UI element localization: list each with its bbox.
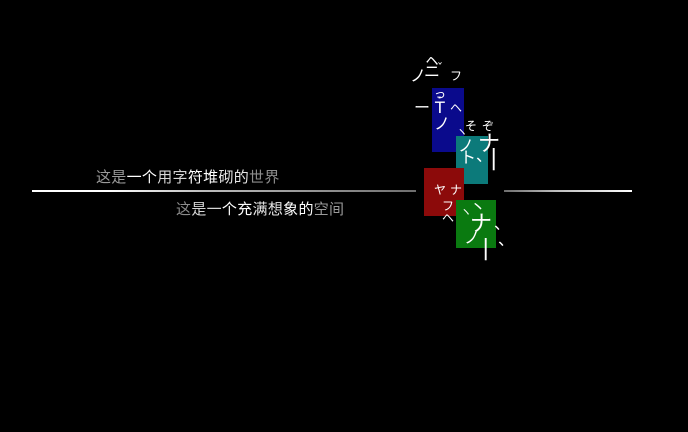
glyph-fragment: ㇸ (424, 50, 441, 69)
glyph-fragment: っ (434, 87, 447, 101)
tagline-world: 这是一个用字符堆砌的世界 (96, 166, 280, 187)
glyph-fragment: ノ (464, 228, 481, 247)
glyph-fragment: フ (450, 69, 463, 83)
glyph-fragment: ヘ (442, 211, 455, 225)
divider-line (32, 190, 416, 192)
glyph-fragment: ˉ (436, 95, 442, 109)
glyph-fragment: ヽ (456, 125, 469, 139)
glyph-fragment: ヤ (434, 183, 447, 197)
tagline-space: 这是一个充满想象的空间 (176, 198, 344, 219)
glyph-fragment: そ (465, 119, 478, 133)
glyph-fragment: ナ (450, 183, 463, 197)
glyph-fragment: 丶 (470, 198, 487, 217)
glyph-fragment: T (435, 98, 445, 117)
tagline-segment: 砌的 (218, 168, 250, 186)
tagline-segment: 符堆 (187, 168, 219, 186)
glyph-fragment: ヘ (450, 101, 463, 115)
glyph-fragment: 、 (498, 230, 515, 249)
glyph-fragment: 、 (476, 146, 493, 165)
glyph-fragment: ノ (458, 136, 475, 155)
glyph-fragment: 、 (494, 214, 511, 233)
tagline-segment: 世界 (249, 168, 280, 186)
glyph-fragment: ー (414, 98, 431, 117)
tagline-segment: 一个 (126, 168, 158, 186)
tagline-segment: 用字 (157, 168, 188, 186)
glyph-fragment: ナ (470, 212, 493, 237)
glyph-fragment: フ (442, 199, 455, 213)
glyph-fragment: ノ (434, 114, 451, 133)
glyph-fragment: ト (460, 148, 477, 167)
tagline-segment: 是一 (191, 200, 222, 218)
tagline-segment: 满想 (252, 200, 284, 218)
tagline-segment: 这是 (96, 168, 127, 186)
glyph-fragment: ヽ (460, 205, 473, 219)
divider-line-right (504, 190, 632, 192)
green-block (456, 200, 496, 248)
tagline-segment: 空间 (313, 200, 345, 218)
tagline-segment: 这 (176, 200, 192, 218)
glyph-fragment: ぞ (482, 119, 495, 133)
tagline-segment: 个充 (221, 200, 253, 218)
glyph-fragment: ナ (478, 132, 501, 157)
tagline-segment: 象的 (283, 200, 314, 218)
glyph-fragment: ニ (424, 62, 441, 81)
glyph-fragment: | (482, 236, 490, 261)
glyph-fragment: ˇ (437, 61, 443, 75)
glyph-fragment: | (490, 146, 498, 171)
glyph-fragment: ノ (410, 66, 427, 85)
